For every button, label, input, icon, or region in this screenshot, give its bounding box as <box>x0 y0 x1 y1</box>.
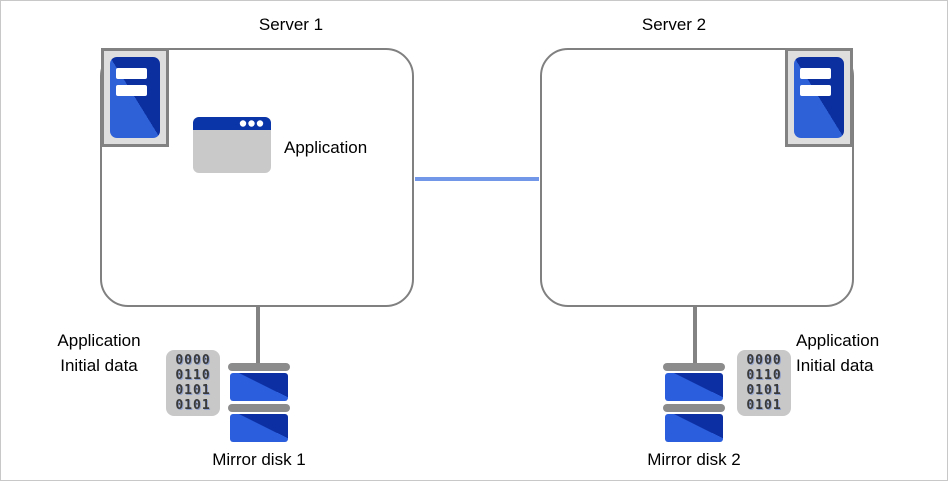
mirror-disk2-icon <box>663 363 725 442</box>
binary-row: 0101 <box>746 398 782 413</box>
application-label: Application <box>284 138 368 157</box>
binary-data-right-icon: 0000 0110 0101 0101 <box>737 350 791 416</box>
initial-data-right-line1: Application <box>796 331 880 350</box>
initial-data-left-line2: Initial data <box>60 356 138 375</box>
server2-tower-icon <box>785 48 853 147</box>
binary-row: 0000 <box>746 353 782 368</box>
mirror-disk2-label: Mirror disk 2 <box>647 450 741 469</box>
initial-data-right-label: Application Initial data <box>796 328 926 378</box>
binary-row: 0101 <box>746 383 782 398</box>
server2-title: Server 2 <box>641 15 707 34</box>
server1-title: Server 1 <box>258 15 324 34</box>
mirror-disk1-label: Mirror disk 1 <box>212 450 306 469</box>
binary-data-left-icon: 0000 0110 0101 0101 <box>166 350 220 416</box>
binary-row: 0000 <box>175 353 211 368</box>
binary-row: 0101 <box>175 398 211 413</box>
initial-data-left-label: Application Initial data <box>37 328 161 378</box>
binary-row: 0101 <box>175 383 211 398</box>
disk2-connector-line <box>693 307 697 365</box>
server1-tower-icon <box>101 48 169 147</box>
disk1-connector-line <box>256 307 260 365</box>
application-window-icon <box>193 117 271 173</box>
server-link-line <box>415 177 539 181</box>
initial-data-left-line1: Application <box>57 331 141 350</box>
initial-data-right-line2: Initial data <box>796 356 874 375</box>
mirror-disk1-icon <box>228 363 290 442</box>
binary-row: 0110 <box>746 368 782 383</box>
binary-row: 0110 <box>175 368 211 383</box>
